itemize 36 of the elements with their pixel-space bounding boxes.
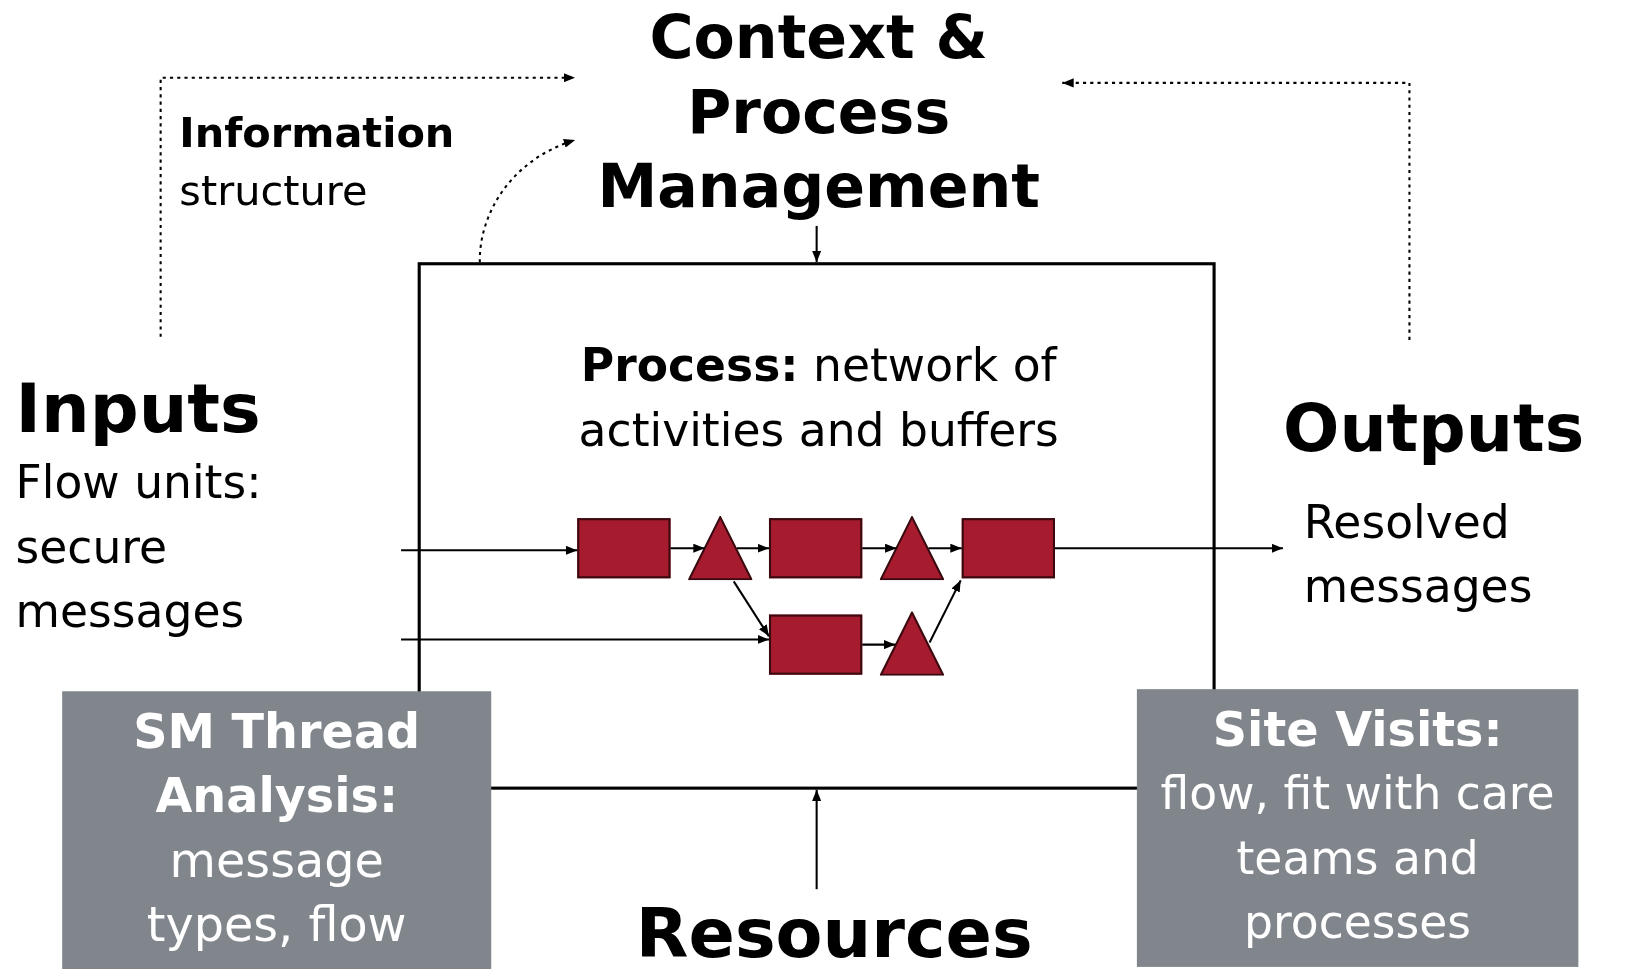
heading: Inputs [15,367,262,451]
panel-text: message types, flow [145,831,408,955]
arrow [732,580,770,637]
buffer-triangle [688,516,753,581]
note-panel [1136,689,1579,967]
arrow [1055,543,1283,553]
process-description: Process: network of activities and buffers [577,337,1060,458]
arrow [401,634,769,644]
activity-box [961,518,1055,579]
activity-box [768,518,863,579]
panel-text: flow, fit with care teams and processes [1159,765,1556,951]
dashed-arrow [159,73,576,337]
arrow [670,543,705,553]
heading: Outputs [1283,388,1586,469]
arrow [928,579,962,643]
arrow [862,640,896,650]
arrow [812,225,822,263]
arrow [812,789,822,890]
body-text: Resolved messages [1302,494,1534,615]
heading: Resources [634,892,1034,976]
body-text: Flow units: secure messages [15,455,263,640]
panel-heading: SM Thread Analysis: [132,702,422,826]
dashed-arrow [1062,78,1411,340]
activity-box [768,614,863,675]
buffer-triangle [879,516,945,581]
heading: Context & Process Management [596,1,1041,224]
panel-heading: Site Visits: [1211,700,1504,760]
activity-box [577,518,671,579]
dashed-arrow [478,138,576,263]
annotation-text: Information structure [179,107,456,217]
arrow [401,545,578,555]
buffer-triangle [879,611,945,676]
note-panel [62,691,492,969]
arrow [862,543,897,553]
arrow [736,543,769,553]
arrow [928,543,962,553]
